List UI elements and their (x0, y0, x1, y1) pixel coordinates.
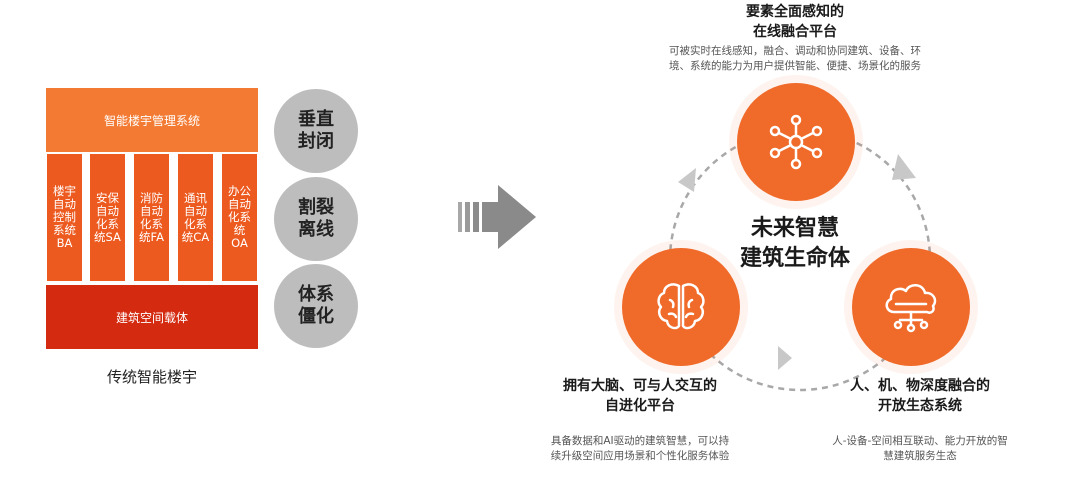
right-node-desc: 人-设备-空间相互联动、能力开放的智 慧建筑服务生态 (832, 435, 1008, 462)
top-node-title: 要素全面感知的 在线融合平台 (746, 4, 844, 40)
cycle-arrow-right (892, 154, 916, 180)
left-node-desc: 具备数据和AI驱动的建筑智慧，可以持 续升级空间应用场景和个性化服务体验 (550, 435, 730, 462)
subsystem-label: 安保 自动 化系 统SA (94, 190, 121, 244)
right-node-title: 人、机、物深度融合的 开放生态系统 (850, 378, 990, 414)
top-node-circle (737, 83, 855, 201)
cycle-arrow-bottom (778, 346, 792, 370)
cloud-icon (885, 284, 937, 333)
brain-icon (657, 283, 705, 330)
problem-circle-vertical: 垂直 封闭 (274, 89, 358, 173)
subsystem-fa: 消防 自动 化系 统FA (133, 154, 170, 281)
management-system-label: 智能楼宇管理系统 (103, 113, 200, 128)
subsystem-sa: 安保 自动 化系 统SA (89, 154, 126, 281)
subsystem-label: 办公 自动 化系 统 OA (228, 184, 251, 250)
problem-label: 垂直 封闭 (298, 109, 334, 152)
cycle-arrow-left (678, 168, 696, 192)
left-node-circle (622, 248, 740, 366)
subsystem-label: 消防 自动 化系 统FA (139, 190, 164, 244)
problem-circle-rigid: 体系 僵化 (274, 264, 358, 348)
center-title: 未来智慧 建筑生命体 (739, 216, 850, 271)
top-node-desc: 可被实时在线感知，融合、调动和协同建筑、设备、环 境、系统的能力为用户提供智能、… (669, 45, 921, 72)
subsystem-label: 楼宇 自动 控制 系统 BA (53, 184, 76, 250)
network-icon (769, 114, 823, 170)
problem-label: 割裂 离线 (298, 197, 334, 240)
right-node-circle (852, 248, 970, 366)
management-system-box: 智能楼宇管理系统 (46, 88, 258, 152)
arrow-right-icon (458, 185, 536, 249)
traditional-caption: 传统智能楼宇 (106, 368, 197, 386)
subsystem-label: 通讯 自动 化系 统CA (181, 190, 210, 244)
building-space-label: 建筑空间载体 (115, 310, 188, 325)
building-space-box: 建筑空间载体 (46, 285, 258, 349)
subsystem-ca: 通讯 自动 化系 统CA (177, 154, 214, 281)
subsystem-oa: 办公 自动 化系 统 OA (221, 154, 258, 281)
subsystem-ba: 楼宇 自动 控制 系统 BA (46, 154, 83, 281)
problem-label: 体系 僵化 (298, 284, 334, 327)
subsystem-row: 楼宇 自动 控制 系统 BA 安保 自动 化系 统SA 消防 自动 化系 统FA… (46, 152, 258, 283)
problem-circle-split: 割裂 离线 (274, 177, 358, 261)
left-node-title: 拥有大脑、可与人交互的 自进化平台 (563, 378, 717, 414)
